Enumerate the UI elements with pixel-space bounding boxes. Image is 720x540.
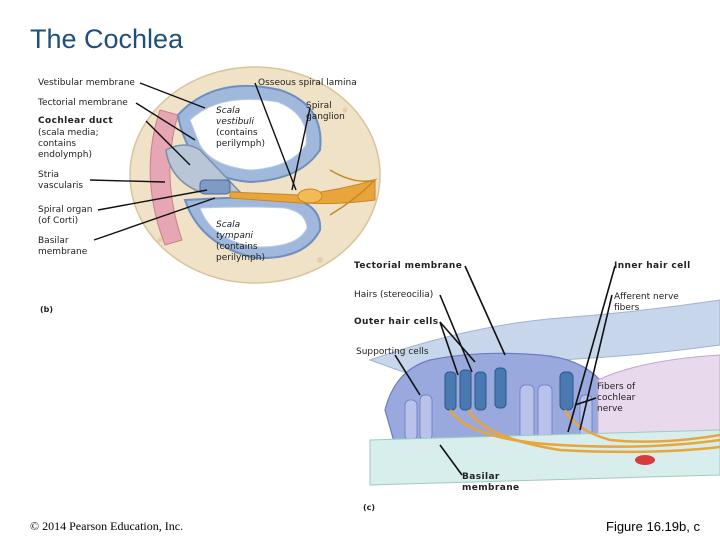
label-vestibular-membrane: Vestibular membrane [38, 78, 135, 88]
label-stria-vascularis: Stria vascularis [38, 170, 84, 191]
label-afferent-nerve-fibers: Afferent nerve fibers [614, 292, 679, 313]
label-tectorial-membrane-b: Tectorial membrane [38, 98, 128, 108]
label-scala-vestibuli: Scala vestibuli [216, 106, 254, 127]
label-scala-tympani-note: (contains perilymph) [216, 242, 265, 263]
label-outer-hair-cells: Outer hair cells [354, 317, 439, 327]
label-scala-vestibuli-note: (contains perilymph) [216, 128, 265, 149]
organ-of-corti-detail [368, 299, 720, 486]
copyright: © 2014 Pearson Education, Inc. [30, 519, 184, 533]
label-cochlear-duct: Cochlear duct [38, 116, 114, 126]
label-cochlear-duct-note: (scala media; contains endolymph) [38, 128, 99, 160]
label-basilar-membrane-c: Basilar membrane [462, 472, 520, 493]
label-supporting-cells: Supporting cells [356, 347, 429, 357]
page-title: The Cochlea [30, 24, 184, 54]
cochlea-cross-section [129, 66, 381, 284]
figure-caption: Figure 16.19b, c [606, 519, 700, 534]
label-osseous-spiral-lamina: Osseous spiral lamina [258, 78, 357, 88]
label-hairs: Hairs (stereocilia) [354, 290, 434, 300]
label-tectorial-membrane-c: Tectorial membrane [354, 261, 463, 271]
label-fibers-cochlear-nerve: Fibers of cochlear nerve [597, 382, 636, 414]
leader-lines-b [89, 82, 311, 241]
panel-label-c: (c) [363, 503, 376, 512]
label-spiral-organ: Spiral organ (of Corti) [38, 205, 93, 226]
label-inner-hair-cell: Inner hair cell [614, 261, 691, 271]
label-spiral-ganglion: Spiral ganglion [306, 101, 345, 122]
label-scala-tympani: Scala tympani [216, 220, 254, 241]
panel-label-b: (b) [40, 305, 54, 314]
label-basilar-membrane-b: Basilar membrane [38, 236, 88, 257]
leader-lines-c [394, 265, 616, 476]
